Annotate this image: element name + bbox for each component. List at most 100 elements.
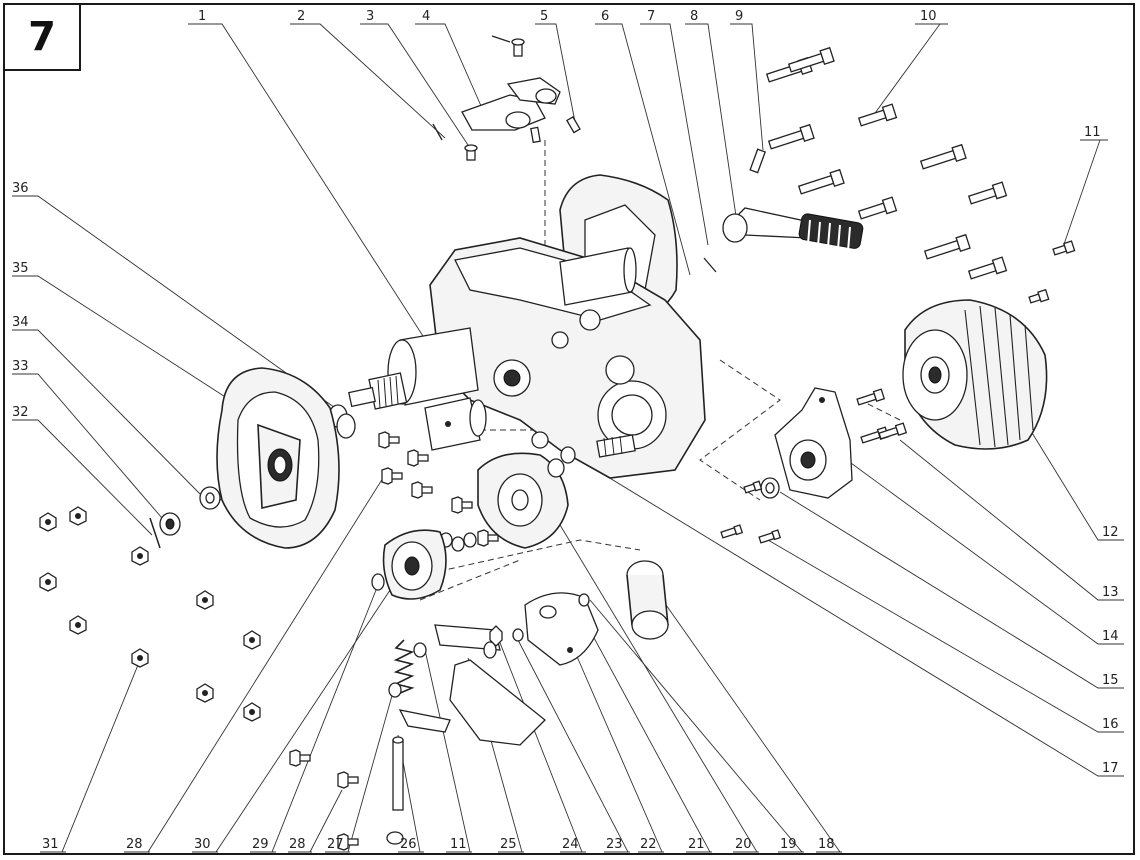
callout-bottom-27: 27 xyxy=(325,837,350,853)
svg-text:12: 12 xyxy=(1102,525,1119,540)
figure-number: 7 xyxy=(28,14,56,60)
svg-text:33: 33 xyxy=(12,359,29,374)
callout-bottom-23: 23 xyxy=(604,837,630,853)
front-sprocket xyxy=(216,367,340,549)
output-shaft xyxy=(596,434,636,458)
svg-text:34: 34 xyxy=(12,315,29,330)
bolts-group-10 xyxy=(765,46,1076,304)
gear-bracket xyxy=(720,387,853,544)
callout-bottom-31: 31 xyxy=(40,837,66,853)
callout-bottom-11: 11 xyxy=(446,837,472,853)
svg-text:4: 4 xyxy=(422,9,430,24)
callout-right-14: 14 xyxy=(1098,629,1124,645)
callout-top-2: 2 xyxy=(290,9,320,25)
callout-bottom-28b: 28 xyxy=(288,837,312,853)
svg-text:7: 7 xyxy=(647,9,655,24)
svg-text:1: 1 xyxy=(198,9,206,24)
svg-text:29: 29 xyxy=(252,837,269,852)
callout-top-7: 7 xyxy=(640,9,670,25)
svg-text:17: 17 xyxy=(1102,761,1119,776)
crank-handle xyxy=(703,148,864,273)
callout-top-11: 11 xyxy=(1080,125,1108,141)
callout-left-34: 34 xyxy=(12,315,38,331)
left-washer-nut xyxy=(149,486,221,549)
svg-text:27: 27 xyxy=(327,837,344,852)
brake-disc xyxy=(371,529,447,600)
svg-text:11: 11 xyxy=(1084,125,1101,140)
callout-bottom-25: 25 xyxy=(498,837,524,853)
svg-text:25: 25 xyxy=(500,837,517,852)
svg-text:28: 28 xyxy=(289,837,306,852)
brake-cover xyxy=(477,446,576,549)
motor-bolts xyxy=(856,388,908,444)
callout-left-33: 33 xyxy=(12,359,38,375)
figure-number-box: 7 xyxy=(3,3,81,71)
washer-row xyxy=(439,532,477,552)
svg-text:23: 23 xyxy=(606,837,623,852)
svg-text:24: 24 xyxy=(562,837,579,852)
svg-text:31: 31 xyxy=(42,837,59,852)
callout-left-35: 35 xyxy=(12,261,38,277)
svg-text:11: 11 xyxy=(450,837,467,852)
handle-grip xyxy=(798,213,864,252)
gearbox-housing xyxy=(429,237,706,479)
callout-top-1: 1 xyxy=(190,9,222,25)
bolts-group-28 xyxy=(289,431,499,851)
callout-labels: 1 2 3 4 5 6 7 8 9 10 11 36 35 34 33 32 1… xyxy=(12,9,1124,853)
motor-housing xyxy=(902,299,1048,450)
svg-text:16: 16 xyxy=(1102,717,1119,732)
callout-bottom-30: 30 xyxy=(192,837,218,853)
callout-top-4: 4 xyxy=(415,9,445,25)
cover-plate xyxy=(512,592,599,666)
callout-right-17: 17 xyxy=(1098,761,1124,777)
svg-text:18: 18 xyxy=(818,837,835,852)
callout-left-36: 36 xyxy=(12,181,38,197)
callout-bottom-18: 18 xyxy=(816,837,842,853)
callout-top-3: 3 xyxy=(360,9,388,25)
callout-bottom-28a: 28 xyxy=(124,837,150,853)
top-pins xyxy=(432,35,581,161)
svg-text:20: 20 xyxy=(735,837,752,852)
callout-bottom-21: 21 xyxy=(686,837,712,853)
svg-text:30: 30 xyxy=(194,837,211,852)
svg-text:13: 13 xyxy=(1102,585,1119,600)
svg-text:32: 32 xyxy=(12,405,29,420)
svg-text:3: 3 xyxy=(366,9,374,24)
svg-text:21: 21 xyxy=(688,837,705,852)
callout-bottom-26: 26 xyxy=(398,837,424,853)
callout-right-12: 12 xyxy=(1098,525,1124,541)
callout-bottom-19: 19 xyxy=(778,837,804,853)
callout-bottom-22: 22 xyxy=(638,837,664,853)
callout-top-9: 9 xyxy=(730,9,752,25)
callout-top-5: 5 xyxy=(535,9,556,25)
drive-shaft xyxy=(348,327,479,410)
svg-text:14: 14 xyxy=(1102,629,1119,644)
svg-text:2: 2 xyxy=(297,9,305,24)
svg-text:5: 5 xyxy=(540,9,548,24)
hex-nuts xyxy=(39,506,261,722)
brake-bracket xyxy=(398,624,546,746)
spring-assembly xyxy=(386,639,427,845)
brake-band xyxy=(626,560,669,640)
svg-text:35: 35 xyxy=(12,261,29,276)
callout-bottom-24: 24 xyxy=(560,837,586,853)
page-frame xyxy=(3,3,1135,855)
svg-text:8: 8 xyxy=(690,9,698,24)
svg-text:22: 22 xyxy=(640,837,657,852)
callout-bottom-29: 29 xyxy=(250,837,276,853)
svg-text:6: 6 xyxy=(601,9,609,24)
svg-text:36: 36 xyxy=(12,181,29,196)
callout-right-16: 16 xyxy=(1098,717,1124,733)
svg-text:15: 15 xyxy=(1102,673,1119,688)
callout-top-8: 8 xyxy=(685,9,708,25)
callout-top-10: 10 xyxy=(915,9,948,25)
callout-bottom-20: 20 xyxy=(733,837,759,853)
callout-top-6: 6 xyxy=(595,9,622,25)
callout-right-15: 15 xyxy=(1098,673,1124,689)
svg-text:28: 28 xyxy=(126,837,143,852)
svg-text:26: 26 xyxy=(400,837,417,852)
svg-text:9: 9 xyxy=(735,9,743,24)
callout-left-32: 32 xyxy=(12,405,38,421)
svg-text:10: 10 xyxy=(920,9,937,24)
